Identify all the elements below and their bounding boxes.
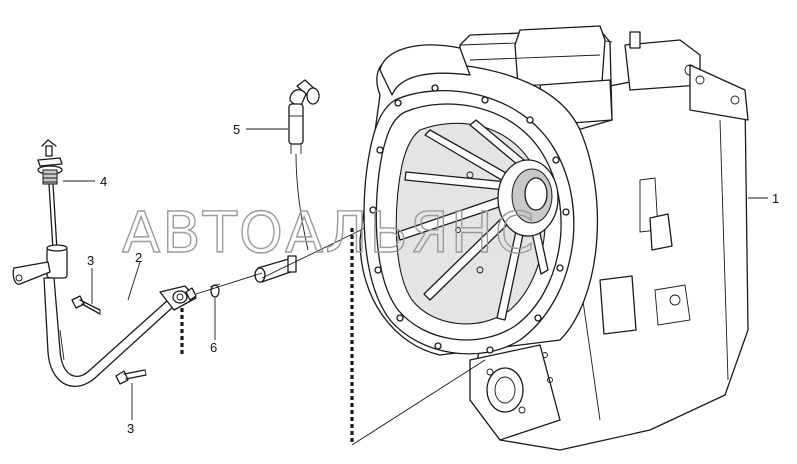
callout-3-lower: 3 <box>127 421 134 436</box>
callout-3-upper: 3 <box>87 253 94 268</box>
bell-housing-ribs <box>397 119 549 321</box>
input-shaft-hub <box>497 159 559 237</box>
callout-6: 6 <box>210 340 217 355</box>
hose-coupling <box>254 255 297 283</box>
filler-pipe <box>12 244 197 388</box>
callout-5: 5 <box>233 122 240 137</box>
o-ring <box>210 284 220 298</box>
bolt-lower <box>115 369 147 385</box>
bolt-upper <box>71 295 101 315</box>
callout-leaders <box>63 128 768 420</box>
watermark-text: АВТОАЛЬЯНС <box>122 201 536 266</box>
transmission-housing <box>359 25 749 451</box>
callout-1: 1 <box>772 191 779 206</box>
bell-housing-bolt-holes <box>369 84 570 354</box>
sensor-fitting <box>288 79 320 251</box>
callout-4: 4 <box>100 174 107 189</box>
callout-2: 2 <box>135 250 142 265</box>
dipstick <box>37 139 63 251</box>
assembly-lines <box>180 227 486 446</box>
